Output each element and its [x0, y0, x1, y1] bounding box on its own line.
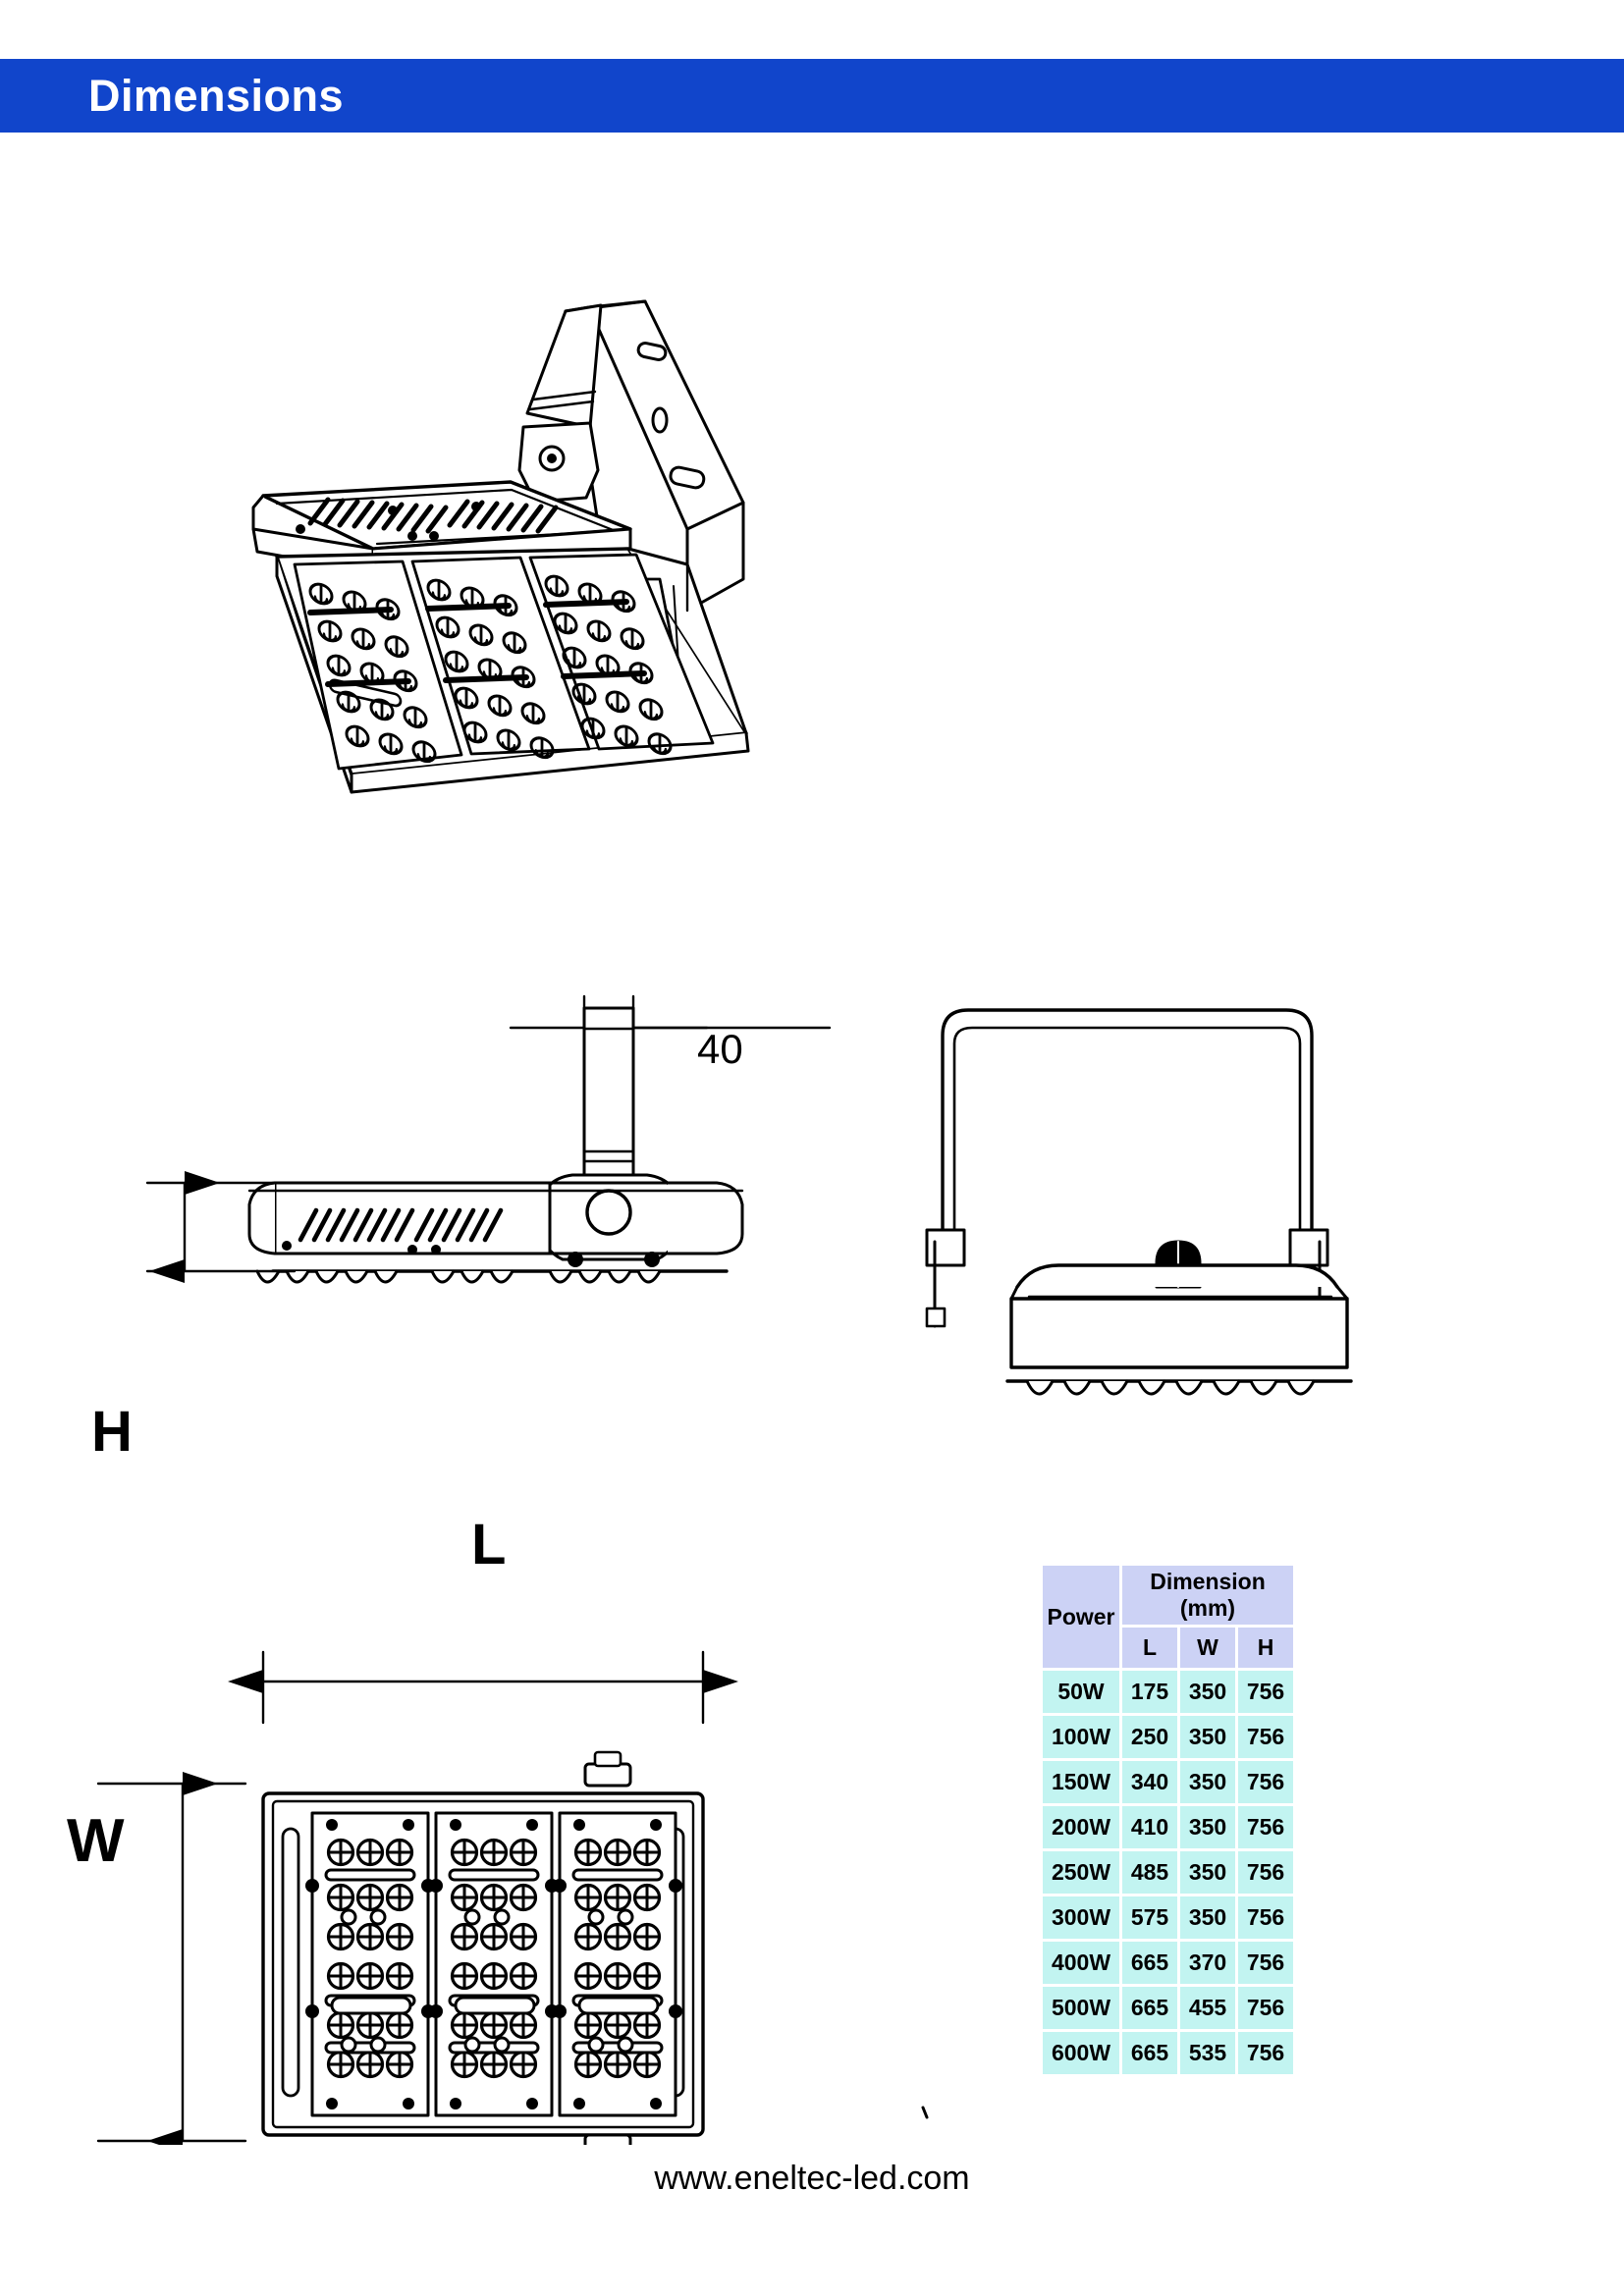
dimension-label-h: H	[91, 1400, 133, 1464]
table-header-h: H	[1238, 1628, 1293, 1668]
table-header-dimension-line2: (mm)	[1179, 1595, 1236, 1621]
cell-w: 350	[1180, 1806, 1235, 1848]
table-header-dimension: Dimension (mm)	[1122, 1566, 1293, 1625]
table-header-row-2: L W H	[1043, 1628, 1293, 1668]
cell-l: 175	[1122, 1671, 1177, 1713]
cell-w: 350	[1180, 1716, 1235, 1758]
cell-w: 350	[1180, 1761, 1235, 1803]
table-row: 200W 410 350 756	[1043, 1806, 1293, 1848]
cell-w: 455	[1180, 1987, 1235, 2029]
table-header-w: W	[1180, 1628, 1235, 1668]
header-band	[0, 59, 1624, 133]
bottom-plan-view	[96, 1650, 738, 2145]
dimension-label-w: W	[67, 1807, 125, 1875]
cell-h: 756	[1238, 1942, 1293, 1984]
cell-power: 400W	[1043, 1942, 1119, 1984]
table-row: 100W 250 350 756	[1043, 1716, 1293, 1758]
cell-h: 756	[1238, 2032, 1293, 2074]
cell-power: 150W	[1043, 1761, 1119, 1803]
table-header-dimension-line1: Dimension	[1150, 1569, 1266, 1594]
cell-l: 485	[1122, 1851, 1177, 1894]
dimension-label-l: L	[471, 1513, 507, 1576]
stray-tick-mark	[921, 2106, 929, 2119]
page-title: Dimensions	[88, 71, 345, 121]
table-row: 300W 575 350 756	[1043, 1896, 1293, 1939]
cell-power: 600W	[1043, 2032, 1119, 2074]
isometric-floodlight-view	[251, 299, 750, 794]
cell-w: 350	[1180, 1851, 1235, 1894]
cell-h: 756	[1238, 1987, 1293, 2029]
cell-l: 665	[1122, 1987, 1177, 2029]
table-row: 150W 340 350 756	[1043, 1761, 1293, 1803]
cell-h: 756	[1238, 1716, 1293, 1758]
cell-h: 756	[1238, 1761, 1293, 1803]
cell-w: 350	[1180, 1896, 1235, 1939]
table-header-l: L	[1122, 1628, 1177, 1668]
cell-power: 50W	[1043, 1671, 1119, 1713]
table-row: 50W 175 350 756	[1043, 1671, 1293, 1713]
table-row: 500W 665 455 756	[1043, 1987, 1293, 2029]
dimension-label-40: 40	[697, 1026, 743, 1072]
side-elevation-view	[145, 994, 832, 1284]
table-row: 400W 665 370 756	[1043, 1942, 1293, 1984]
cell-w: 535	[1180, 2032, 1235, 2074]
cell-l: 250	[1122, 1716, 1177, 1758]
cell-power: 500W	[1043, 1987, 1119, 2029]
footer-website-url: www.eneltec-led.com	[654, 2160, 970, 2197]
cell-l: 665	[1122, 1942, 1177, 1984]
cell-power: 100W	[1043, 1716, 1119, 1758]
technical-drawings-area	[0, 133, 1624, 2145]
end-elevation-view	[925, 1008, 1353, 1396]
cell-l: 575	[1122, 1896, 1177, 1939]
cell-l: 665	[1122, 2032, 1177, 2074]
cell-l: 410	[1122, 1806, 1177, 1848]
dimension-table: Power Dimension (mm) L W H 50W 175 350 7…	[1040, 1563, 1296, 2077]
table-header-power: Power	[1043, 1566, 1119, 1668]
cell-w: 370	[1180, 1942, 1235, 1984]
table-header-row-1: Power Dimension (mm)	[1043, 1566, 1293, 1668]
cell-w: 350	[1180, 1671, 1235, 1713]
table-row: 250W 485 350 756	[1043, 1851, 1293, 1894]
cell-power: 200W	[1043, 1806, 1119, 1848]
cell-power: 250W	[1043, 1851, 1119, 1894]
cell-h: 756	[1238, 1806, 1293, 1848]
cell-h: 756	[1238, 1671, 1293, 1713]
cell-h: 756	[1238, 1896, 1293, 1939]
cell-h: 756	[1238, 1851, 1293, 1894]
table-row: 600W 665 535 756	[1043, 2032, 1293, 2074]
cell-l: 340	[1122, 1761, 1177, 1803]
cell-power: 300W	[1043, 1896, 1119, 1939]
